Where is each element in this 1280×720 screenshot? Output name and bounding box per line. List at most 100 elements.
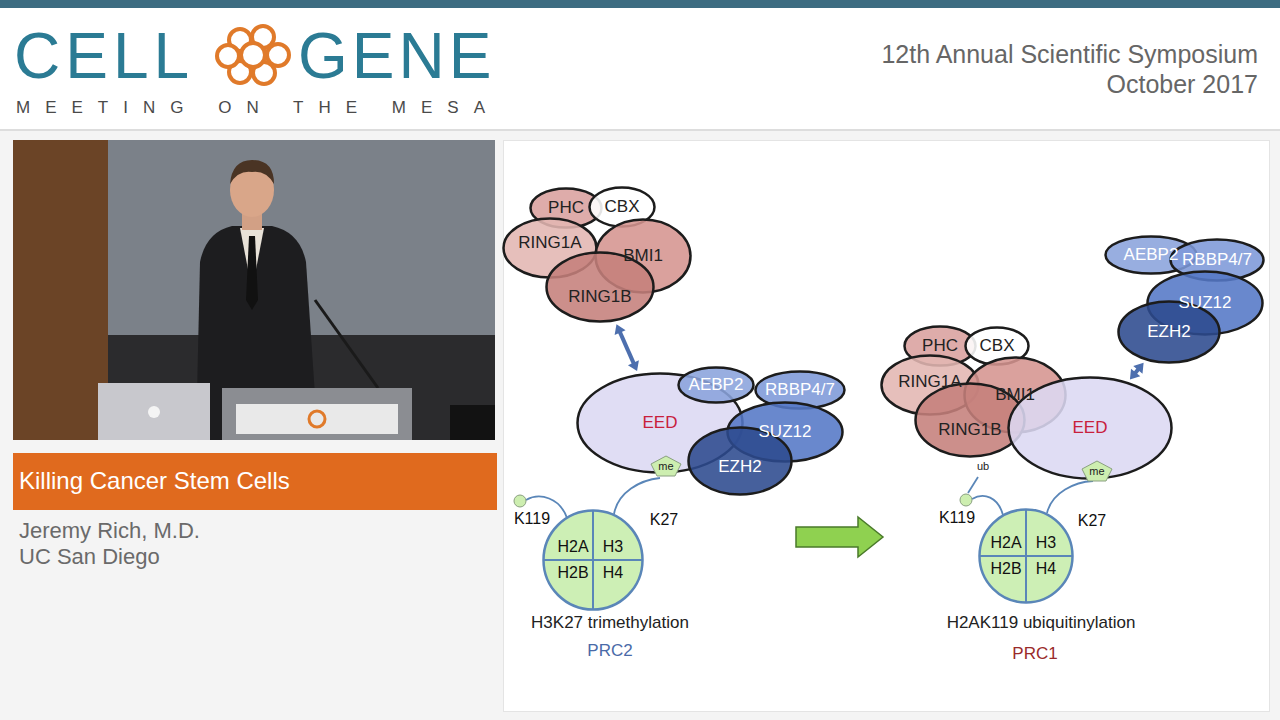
histone-name: H2B: [557, 564, 588, 582]
protein-subunit: AEBP2: [677, 366, 755, 404]
title-bar: [13, 453, 497, 510]
decor-shape: [309, 411, 325, 427]
histone-name: H3: [1036, 534, 1056, 552]
decor-shape: [514, 495, 526, 507]
decor-shape: [972, 496, 1003, 515]
subunit-name: EED: [643, 414, 678, 433]
residue-label: K119: [939, 509, 975, 527]
mark-pentagon: [651, 456, 681, 476]
arrow-head: [1130, 369, 1140, 380]
subunit-name: SUZ12: [759, 423, 812, 442]
subunit-name: AEBP2: [1124, 246, 1179, 265]
slide-panel: [504, 141, 1270, 712]
subunit-name: RING1A: [518, 234, 581, 253]
panel-caption: H2AK119 ubiquitinylation: [947, 613, 1136, 633]
histone-name: H3: [603, 538, 623, 556]
arrow-head: [628, 360, 639, 371]
nucleosome-outline: [542, 509, 644, 611]
decor-shape: [315, 300, 378, 388]
talk-title: Killing Cancer Stem Cells: [19, 467, 290, 495]
subunit-name: BMI1: [995, 386, 1035, 405]
arrow-head: [615, 324, 626, 335]
quadrant-divider: [980, 555, 1073, 557]
histone-name: H2A: [990, 534, 1021, 552]
histone-name: H2A: [557, 538, 588, 556]
residue-label: K119: [514, 510, 550, 528]
subunit-ellipse: [1009, 378, 1172, 479]
video-frame: [13, 140, 495, 440]
subunit-name: PHC: [922, 337, 958, 356]
decor-shape: [241, 43, 265, 67]
decor-shape: [614, 478, 660, 514]
decor-shape: [968, 477, 978, 493]
decor-shape: [13, 140, 108, 440]
subunit-ellipse: [547, 253, 654, 322]
decor-shape: [148, 406, 160, 418]
top-bar: [0, 0, 1280, 8]
decor-shape: [230, 160, 274, 184]
residue-label: K27: [1078, 512, 1106, 530]
transition-arrow: [796, 517, 883, 557]
nucleosome-disc: [544, 511, 643, 610]
histone-name: H2B: [990, 560, 1021, 578]
subunit-name: EED: [1073, 419, 1108, 438]
subunit-name: AEBP2: [689, 376, 744, 395]
subunit-ellipse: [679, 368, 754, 403]
logo-word: GENE: [298, 20, 495, 94]
decor-shape: [222, 388, 412, 440]
histone-name: H4: [1036, 560, 1056, 578]
subunit-ellipse: [1119, 302, 1220, 363]
binding-arrow: [615, 324, 639, 371]
subunit-name: CBX: [980, 337, 1015, 356]
event-date: October 2017: [1107, 70, 1259, 99]
logo-flower: [217, 26, 289, 84]
complex-name: PRC1: [1012, 644, 1057, 664]
subunit-name: EZH2: [1147, 323, 1190, 342]
methyl-mark: me: [651, 456, 681, 476]
binding-arrow: [1130, 363, 1144, 380]
complex-name: PRC2: [587, 641, 632, 661]
mark-name: me: [1089, 465, 1104, 477]
logo-word: CELL: [14, 20, 194, 94]
nucleosome: H2A H3H2B H4: [978, 508, 1074, 604]
nucleosome: H2A H3H2B H4: [542, 509, 644, 611]
panel-caption: H3K27 trimethylation: [531, 613, 689, 633]
subunit-name: CBX: [605, 198, 640, 217]
decor-shape: [98, 383, 210, 440]
decor-shape: [246, 236, 258, 310]
histone-name: H4: [603, 564, 623, 582]
methyl-mark: me: [1082, 461, 1112, 481]
subunit-name: PHC: [548, 199, 584, 218]
mark-name: me: [658, 460, 673, 472]
residue-label: K27: [650, 511, 678, 529]
subunit-name: RBBP4/7: [1182, 251, 1252, 270]
subunit-name: BMI1: [623, 247, 663, 266]
subunit-name: EZH2: [718, 458, 761, 477]
arrow-shaft: [620, 332, 634, 364]
subunit-name: RING1B: [568, 288, 631, 307]
mark-pentagon: [1082, 461, 1112, 481]
speaker-affiliation: UC San Diego: [19, 544, 160, 569]
quadrant-divider: [544, 559, 643, 561]
decor-shape: [236, 404, 398, 434]
subunit-name: RBBP4/7: [765, 381, 835, 400]
subunit-name: RING1B: [938, 421, 1001, 440]
subunit-ellipse: [689, 428, 792, 495]
event-name: 12th Annual Scientific Symposium: [881, 40, 1258, 69]
header-band: [0, 0, 1280, 130]
decor-shape: [450, 405, 495, 440]
header-rule: [0, 129, 1280, 131]
nucleosome-outline: [978, 508, 1074, 604]
mark-label: ub: [977, 460, 989, 473]
decor-shape: [960, 494, 972, 506]
logo-tagline: MEETING ON THE MESA: [16, 98, 500, 118]
subunit-name: SUZ12: [1179, 294, 1232, 313]
decor-shape: [217, 45, 239, 67]
nucleosome-disc: [980, 510, 1073, 603]
subunit-name: RING1A: [898, 373, 961, 392]
speaker-name: Jeremy Rich, M.D.: [19, 518, 200, 543]
tail-residues: [514, 494, 972, 507]
decor-shape: [13, 140, 495, 440]
